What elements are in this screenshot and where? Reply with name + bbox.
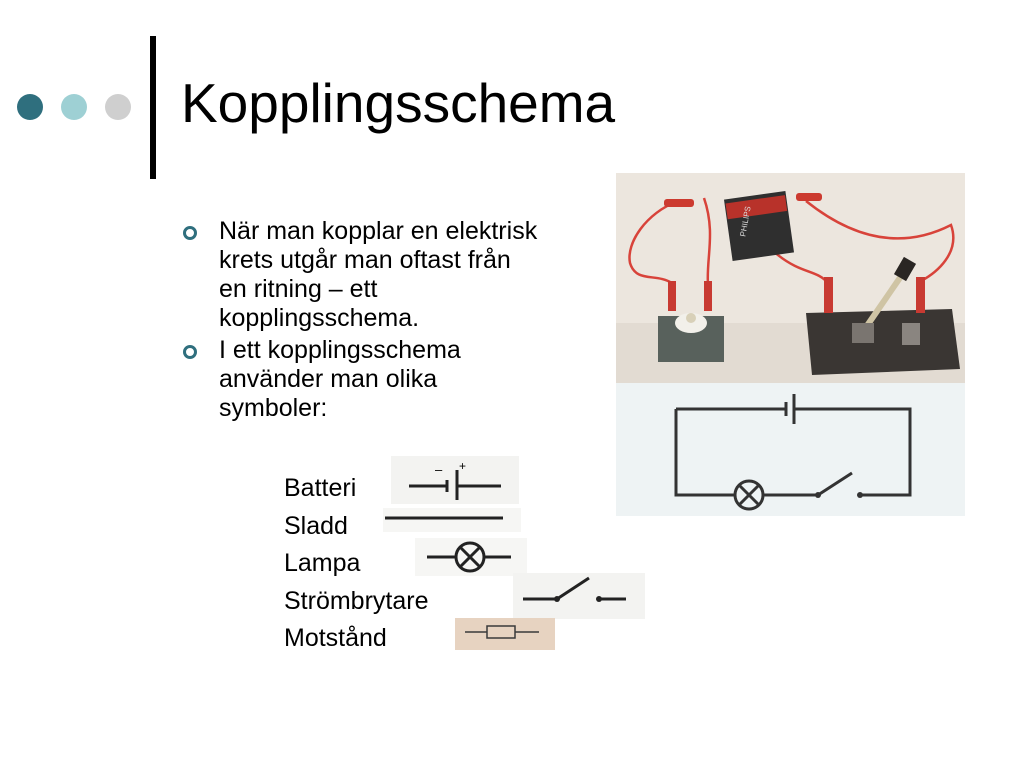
bullet-text: I ett kopplingsschema använder man olika… — [219, 336, 461, 422]
header-dot-mid — [61, 94, 87, 120]
lamp-holder-photo — [658, 281, 724, 362]
wire-symbol-icon — [383, 508, 521, 532]
slide-title: Kopplingsschema — [181, 72, 616, 134]
bullet-item: När man kopplar en elektrisk krets utgår… — [183, 217, 543, 333]
switch-symbol-icon — [513, 573, 645, 619]
battery-plus-label: + — [459, 459, 466, 473]
bullet-circle-icon — [183, 226, 197, 240]
header-dot-dark — [17, 94, 43, 120]
symbol-label-battery: Batteri — [284, 474, 357, 502]
bullet-item: I ett kopplingsschema använder man olika… — [183, 336, 543, 423]
symbol-label-list: Batteri Sladd Lampa Strömbrytare Motstån… — [284, 470, 428, 658]
symbol-label-switch: Strömbrytare — [284, 586, 429, 615]
lamp-symbol-icon — [415, 538, 527, 576]
switch-board-photo — [806, 256, 960, 375]
symbol-label-resistor: Motstånd — [284, 624, 387, 652]
battery-symbol-icon: – + — [391, 456, 519, 504]
symbol-label-wire: Sladd — [284, 511, 348, 540]
battery-photo: PHILIPS — [723, 190, 795, 262]
symbol-label-lamp: Lampa — [284, 549, 361, 577]
bullet-list: När man kopplar en elektrisk krets utgår… — [183, 217, 543, 426]
battery-minus-label: – — [435, 462, 443, 477]
circuit-schematic-icon — [616, 383, 965, 516]
circuit-photo-icon: PHILIPS — [616, 173, 965, 383]
bullet-text: När man kopplar en elektrisk krets utgår… — [219, 217, 538, 332]
bullet-circle-icon — [183, 345, 197, 359]
circuit-figure: PHILIPS — [616, 173, 965, 516]
header-dot-light — [105, 94, 131, 120]
title-divider — [150, 36, 156, 179]
resistor-symbol-icon — [455, 618, 555, 650]
